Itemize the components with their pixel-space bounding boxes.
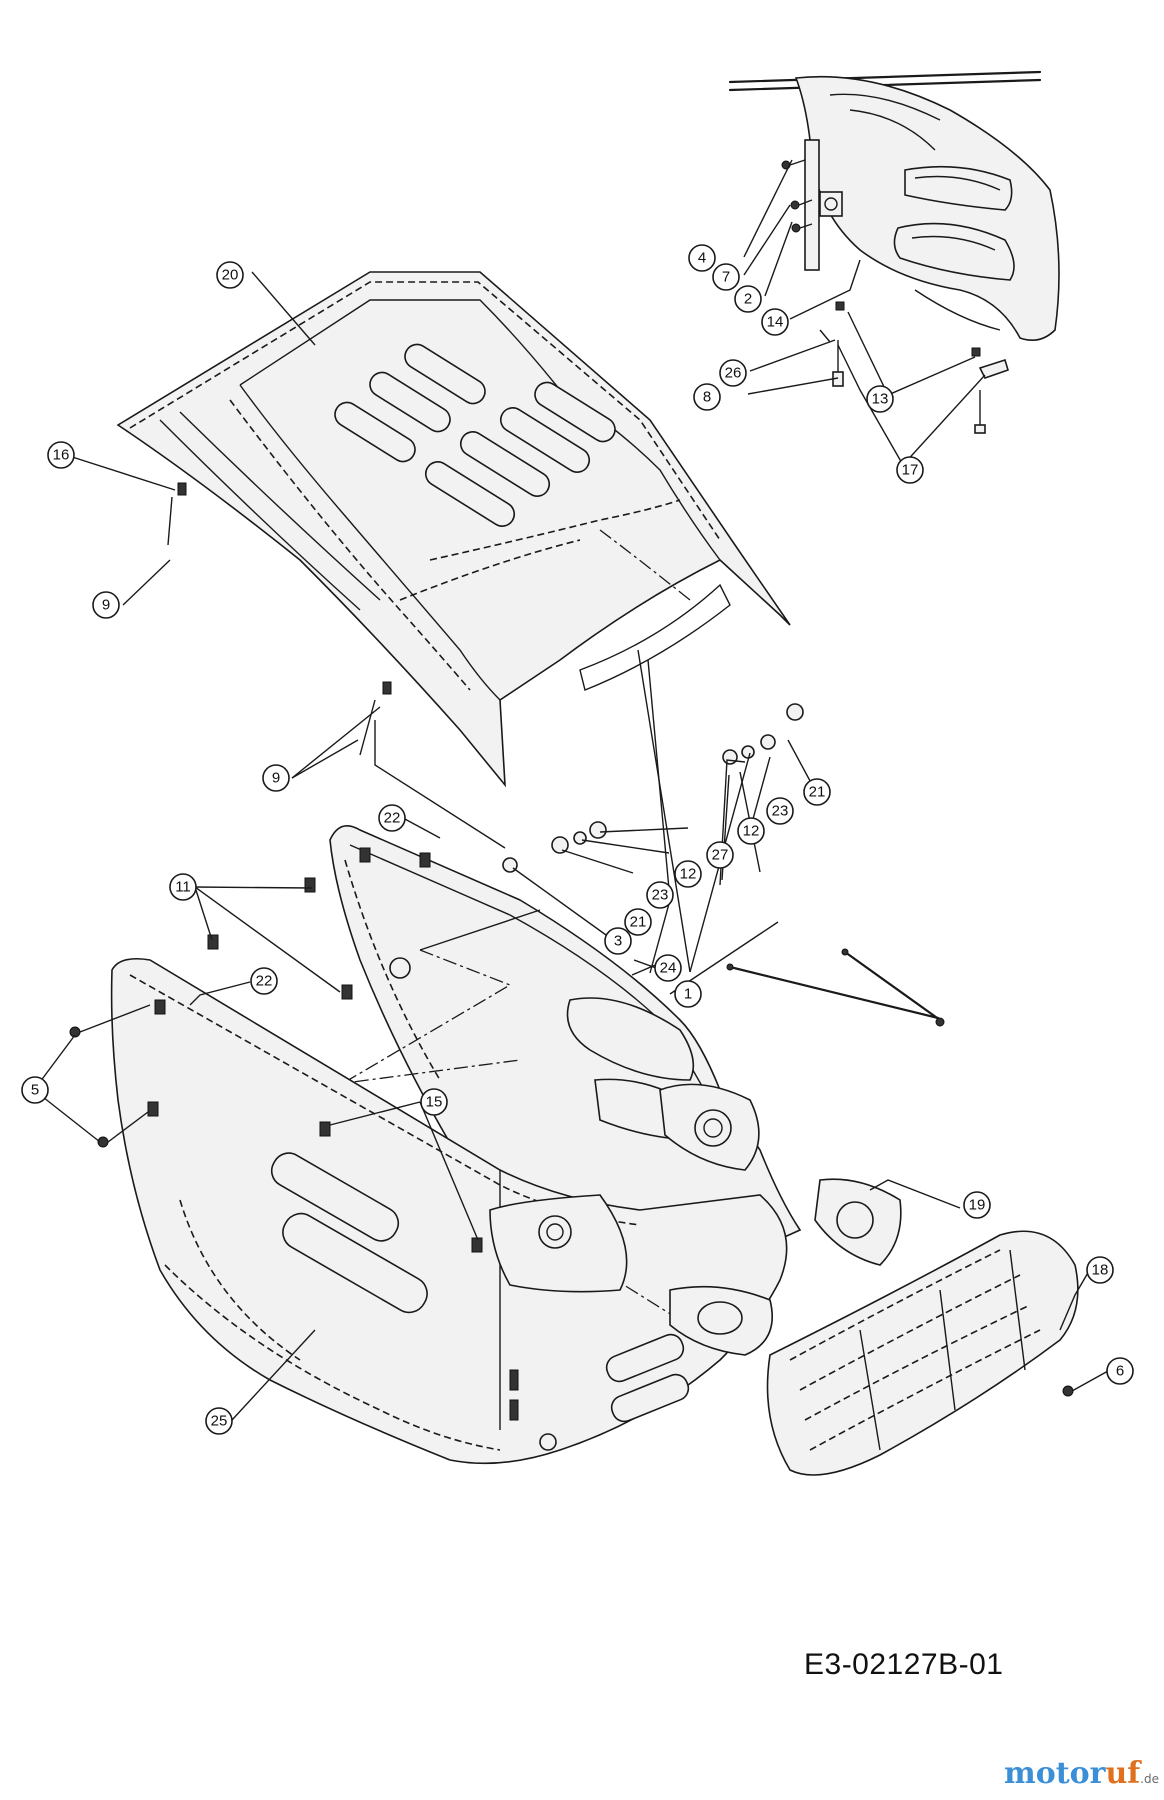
hood-vents <box>334 343 616 527</box>
callout-26: 26 <box>719 359 747 387</box>
callout-16: 16 <box>47 441 75 469</box>
svg-text:15: 15 <box>426 1094 443 1111</box>
svg-text:2: 2 <box>744 291 752 308</box>
callout-1: 1 <box>674 980 702 1008</box>
callout-15: 15 <box>420 1088 448 1116</box>
callout-19: 19 <box>963 1191 991 1219</box>
svg-text:23: 23 <box>772 803 789 820</box>
svg-text:4: 4 <box>698 250 706 267</box>
drawing-code-label: E3-02127B-01 <box>804 1648 1004 1681</box>
svg-text:22: 22 <box>384 810 401 827</box>
svg-text:23: 23 <box>652 887 669 904</box>
svg-text:25: 25 <box>211 1413 228 1430</box>
svg-text:14: 14 <box>767 314 784 331</box>
callout-18: 18 <box>1086 1256 1114 1284</box>
callout-21b: 21 <box>624 908 652 936</box>
callout-8: 8 <box>693 383 721 411</box>
svg-text:3: 3 <box>614 933 622 950</box>
callout-25: 25 <box>205 1407 233 1435</box>
dashboard-bracket-assembly <box>728 70 1060 434</box>
svg-text:24: 24 <box>660 960 677 977</box>
svg-text:5: 5 <box>31 1082 39 1099</box>
callout-23a: 23 <box>646 881 674 909</box>
callout-20: 20 <box>216 261 244 289</box>
callout-9b: 9 <box>262 764 290 792</box>
callout-7: 7 <box>712 263 740 291</box>
cable-part <box>726 948 945 1027</box>
svg-text:1: 1 <box>684 986 692 1003</box>
callout-5: 5 <box>21 1076 49 1104</box>
svg-text:8: 8 <box>703 389 711 406</box>
svg-text:13: 13 <box>872 391 889 408</box>
svg-text:26: 26 <box>725 365 742 382</box>
hood-part <box>116 271 791 849</box>
svg-text:16: 16 <box>53 447 70 464</box>
dash-panel-part <box>329 824 802 1321</box>
screw-icon <box>69 1004 151 1038</box>
screw-icon <box>791 223 813 233</box>
callout-17: 17 <box>896 456 924 484</box>
svg-text:9: 9 <box>272 770 280 787</box>
callout-11: 11 <box>169 873 197 901</box>
callout-22b: 22 <box>250 967 278 995</box>
svg-text:18: 18 <box>1092 1262 1109 1279</box>
callout-13: 13 <box>866 385 894 413</box>
callout-22a: 22 <box>378 804 406 832</box>
svg-text:19: 19 <box>969 1197 986 1214</box>
callout-6: 6 <box>1106 1357 1134 1385</box>
svg-text:21: 21 <box>809 784 826 801</box>
screw-icon <box>97 1111 149 1148</box>
callout-24: 24 <box>654 954 682 982</box>
callout-9a: 9 <box>92 591 120 619</box>
motoruf-logo: motoruf.de <box>1004 1756 1159 1791</box>
screw-icon <box>781 159 806 170</box>
svg-text:12: 12 <box>680 866 697 883</box>
grille-lens-part <box>766 1230 1079 1476</box>
callout-3: 3 <box>604 927 632 955</box>
callout-4: 4 <box>688 244 716 272</box>
body-shell-part <box>69 877 902 1465</box>
callout-14: 14 <box>761 308 789 336</box>
fasteners <box>502 703 804 873</box>
svg-text:12: 12 <box>743 823 760 840</box>
callout-12b: 12 <box>737 817 765 845</box>
callout-2: 2 <box>734 285 762 313</box>
svg-text:17: 17 <box>902 462 919 479</box>
callout-12a: 12 <box>674 860 702 888</box>
callout-27: 27 <box>706 841 734 869</box>
svg-text:11: 11 <box>175 879 191 896</box>
screw-icon <box>1062 1385 1074 1397</box>
callout-23b: 23 <box>766 797 794 825</box>
svg-text:22: 22 <box>256 973 273 990</box>
svg-text:21: 21 <box>630 914 647 931</box>
callout-21a: 21 <box>803 778 831 806</box>
svg-text:27: 27 <box>712 847 729 864</box>
svg-text:20: 20 <box>222 267 239 284</box>
svg-text:9: 9 <box>102 597 110 614</box>
svg-text:7: 7 <box>722 269 730 286</box>
screw-icon <box>790 199 813 210</box>
svg-text:6: 6 <box>1116 1363 1124 1380</box>
